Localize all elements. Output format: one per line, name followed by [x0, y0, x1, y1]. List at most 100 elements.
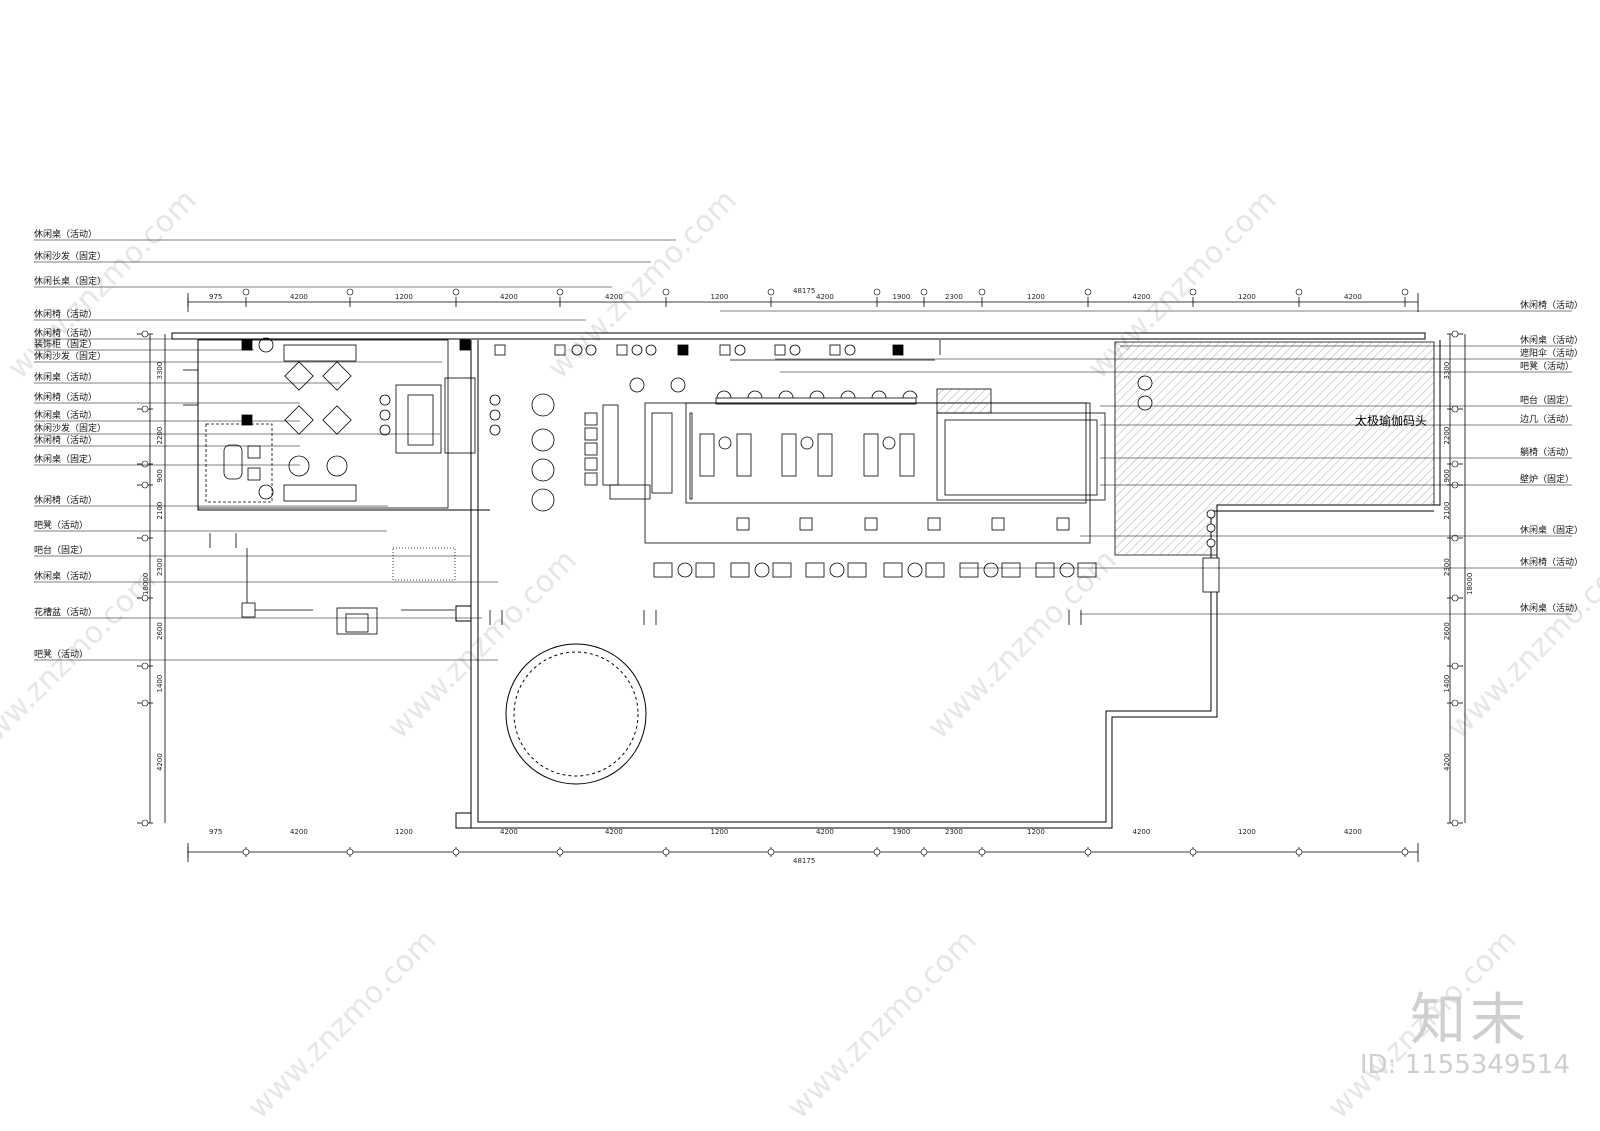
right-label: 休闲桌（活动） [1520, 602, 1583, 614]
outdoor-chair [653, 562, 673, 578]
grid-axis-marker [141, 330, 149, 338]
outdoor-chair [805, 562, 825, 578]
dimension-label: 4200 [1344, 293, 1362, 301]
right-dimension-line [1449, 334, 1466, 823]
lounge-room [183, 339, 471, 509]
bistro-tables [531, 393, 651, 512]
watermark-text: www.znzmo.com [781, 923, 984, 1126]
dimension-label: 900 [156, 469, 164, 482]
dimension-label: 1200 [711, 293, 729, 301]
dimension-label: 4200 [500, 293, 518, 301]
dimension-label: 2300 [945, 828, 963, 836]
watermark-text: www.znzmo.com [921, 543, 1124, 746]
left-label: 吧凳（活动） [34, 519, 88, 531]
grid-axis-marker [1451, 594, 1459, 602]
dimension-label: 2100 [1443, 502, 1451, 520]
fireplace [936, 388, 1106, 501]
right-label: 边几（活动） [1520, 413, 1574, 425]
grid-axis-marker [141, 481, 149, 489]
left-total-dimension: 18000 [142, 573, 150, 595]
left-label: 休闲椅（活动） [34, 434, 97, 446]
dimension-label: 1200 [711, 828, 729, 836]
dimension-label: 1400 [1443, 675, 1451, 693]
grid-axis-marker [1451, 662, 1459, 670]
bar-counter-area [379, 377, 501, 581]
left-label: 休闲椅（活动） [34, 494, 97, 506]
outdoor-table [829, 562, 845, 578]
left-furniture-labels: 休闲桌（活动） 休闲沙发（固定） 休闲长桌（固定） 休闲椅（活动） 休闲椅（活动） 装饰柜… [34, 228, 106, 660]
dimension-label: 900 [1443, 469, 1451, 482]
outdoor-chair [959, 562, 979, 578]
dimension-label: 2300 [945, 293, 963, 301]
dimension-label: 1200 [1238, 293, 1256, 301]
dimension-label: 4200 [1133, 293, 1151, 301]
grid-axis-marker [1451, 460, 1459, 468]
outdoor-table [983, 562, 999, 578]
dimension-label: 975 [209, 828, 222, 836]
outdoor-chair [772, 562, 792, 578]
label-leader-lines [34, 239, 1572, 661]
right-label: 休闲桌（活动） [1520, 334, 1583, 346]
left-label: 休闲桌（活动） [34, 228, 97, 240]
grid-axis-marker [141, 662, 149, 670]
left-label: 休闲桌（活动） [34, 371, 97, 383]
left-label: 休闲长桌（固定） [34, 275, 106, 287]
sun-loungers [699, 433, 915, 477]
bottom-total-dimension: 48175 [793, 857, 815, 865]
dimension-label: 4200 [1133, 828, 1151, 836]
dimension-label: 1900 [893, 828, 911, 836]
grid-axis-marker [556, 288, 564, 296]
dimension-label: 1200 [395, 828, 413, 836]
top-counter-row [494, 340, 941, 405]
grid-axis-marker [978, 848, 986, 856]
outdoor-chair [1035, 562, 1055, 578]
outdoor-chair [883, 562, 903, 578]
watermark-text: www.znzmo.com [381, 543, 584, 746]
dimension-label: 4200 [605, 828, 623, 836]
right-label: 壁炉（固定） [1520, 473, 1574, 485]
pool-deck [644, 402, 1091, 544]
grid-axis-marker [1295, 288, 1303, 296]
left-label: 花槽盆（活动） [34, 606, 97, 618]
right-label: 遮阳伞（活动） [1520, 347, 1583, 359]
grid-axis-marker [662, 848, 670, 856]
image-id-watermark: ID: 1155349514 [1359, 1050, 1570, 1080]
grid-axis-marker [920, 288, 928, 296]
right-furniture-labels: 休闲椅（活动）休闲桌（活动）遮阳伞（活动）吧凳（活动）吧台（固定）边几（活动）躺… [1520, 299, 1583, 614]
dimension-label: 4200 [816, 293, 834, 301]
left-label: 装饰柜（固定） [34, 338, 97, 350]
dimension-label: 3300 [156, 362, 164, 380]
dimension-label: 4200 [290, 293, 308, 301]
outdoor-chair [1077, 562, 1097, 578]
grid-axis-marker [1084, 288, 1092, 296]
grid-axis-marker [1189, 288, 1197, 296]
yoga-deck [1114, 341, 1435, 593]
dimension-label: 4200 [290, 828, 308, 836]
left-label: 吧台（固定） [34, 544, 88, 556]
grid-axis-marker [1401, 848, 1409, 856]
dimension-label: 1200 [1027, 293, 1045, 301]
grid-axis-marker [346, 848, 354, 856]
right-label: 躺椅（活动） [1520, 446, 1574, 458]
left-label: 休闲桌（固定） [34, 453, 97, 465]
dimension-label: 2300 [1443, 558, 1451, 576]
grid-axis-marker [978, 288, 986, 296]
grid-axis-marker [1451, 819, 1459, 827]
left-label: 休闲椅（活动） [34, 308, 97, 320]
grid-axis-marker [1084, 848, 1092, 856]
yoga-deck-title: 太极瑜伽码头 [1355, 413, 1427, 428]
brand-watermark: 知末 [1410, 988, 1530, 1053]
left-label: 休闲沙发（固定） [34, 422, 106, 434]
right-label: 吧凳（活动） [1520, 360, 1574, 372]
dimension-label: 4200 [500, 828, 518, 836]
dimension-label: 3300 [1443, 362, 1451, 380]
outdoor-chair [730, 562, 750, 578]
grid-axis-marker [556, 848, 564, 856]
right-label: 休闲椅（活动） [1520, 299, 1583, 311]
dimension-label: 1200 [1027, 828, 1045, 836]
dimension-label: 2100 [156, 502, 164, 520]
dimension-label: 4200 [156, 753, 164, 771]
